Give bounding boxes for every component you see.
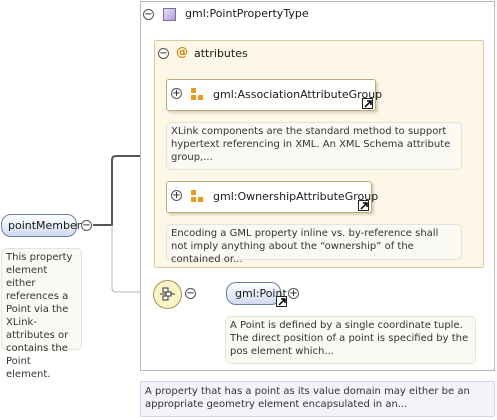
- element-name: pointMember: [8, 219, 82, 232]
- association-annotation: XLink components are the standard method…: [166, 122, 462, 170]
- child-element-name: gml:Point: [235, 287, 287, 300]
- ownership-annotation: Encoding a GML property inline vs. by-re…: [166, 224, 462, 265]
- link-arrow-icon[interactable]: [276, 296, 287, 307]
- complex-type-icon: [163, 8, 176, 21]
- child-expand-button[interactable]: +: [288, 288, 299, 299]
- ownership-group-name: gml:OwnershipAttributeGroup: [213, 190, 379, 203]
- type-name: gml:PointPropertyType: [185, 7, 309, 20]
- link-arrow-icon[interactable]: [358, 200, 369, 211]
- attribute-group-icon: [191, 190, 203, 202]
- element-gml-point[interactable]: gml:Point: [226, 282, 287, 305]
- type-collapse-button[interactable]: −: [143, 9, 154, 20]
- sequence-collapse-button[interactable]: −: [185, 288, 196, 299]
- element-to-sequence-line: [111, 225, 154, 293]
- element-annotation: This property element either references …: [1, 248, 82, 380]
- child-annotation: A Point is defined by a single coordinat…: [225, 316, 476, 364]
- type-annotation: A property that has a point as its value…: [140, 381, 495, 417]
- link-arrow-icon[interactable]: [362, 98, 373, 109]
- sequence-compositor-icon[interactable]: [153, 280, 182, 309]
- attributes-collapse-button[interactable]: −: [158, 48, 169, 59]
- element-to-type-line: [93, 155, 154, 226]
- association-expand-button[interactable]: +: [171, 88, 182, 99]
- attributes-title: attributes: [194, 47, 248, 60]
- ownership-expand-button[interactable]: +: [171, 190, 182, 201]
- association-group-name: gml:AssociationAttributeGroup: [213, 88, 383, 101]
- element-pointmember[interactable]: pointMember: [1, 214, 81, 237]
- attribute-at-icon: @: [176, 45, 188, 59]
- element-collapse-button[interactable]: −: [81, 220, 92, 231]
- attribute-group-icon: [191, 88, 203, 100]
